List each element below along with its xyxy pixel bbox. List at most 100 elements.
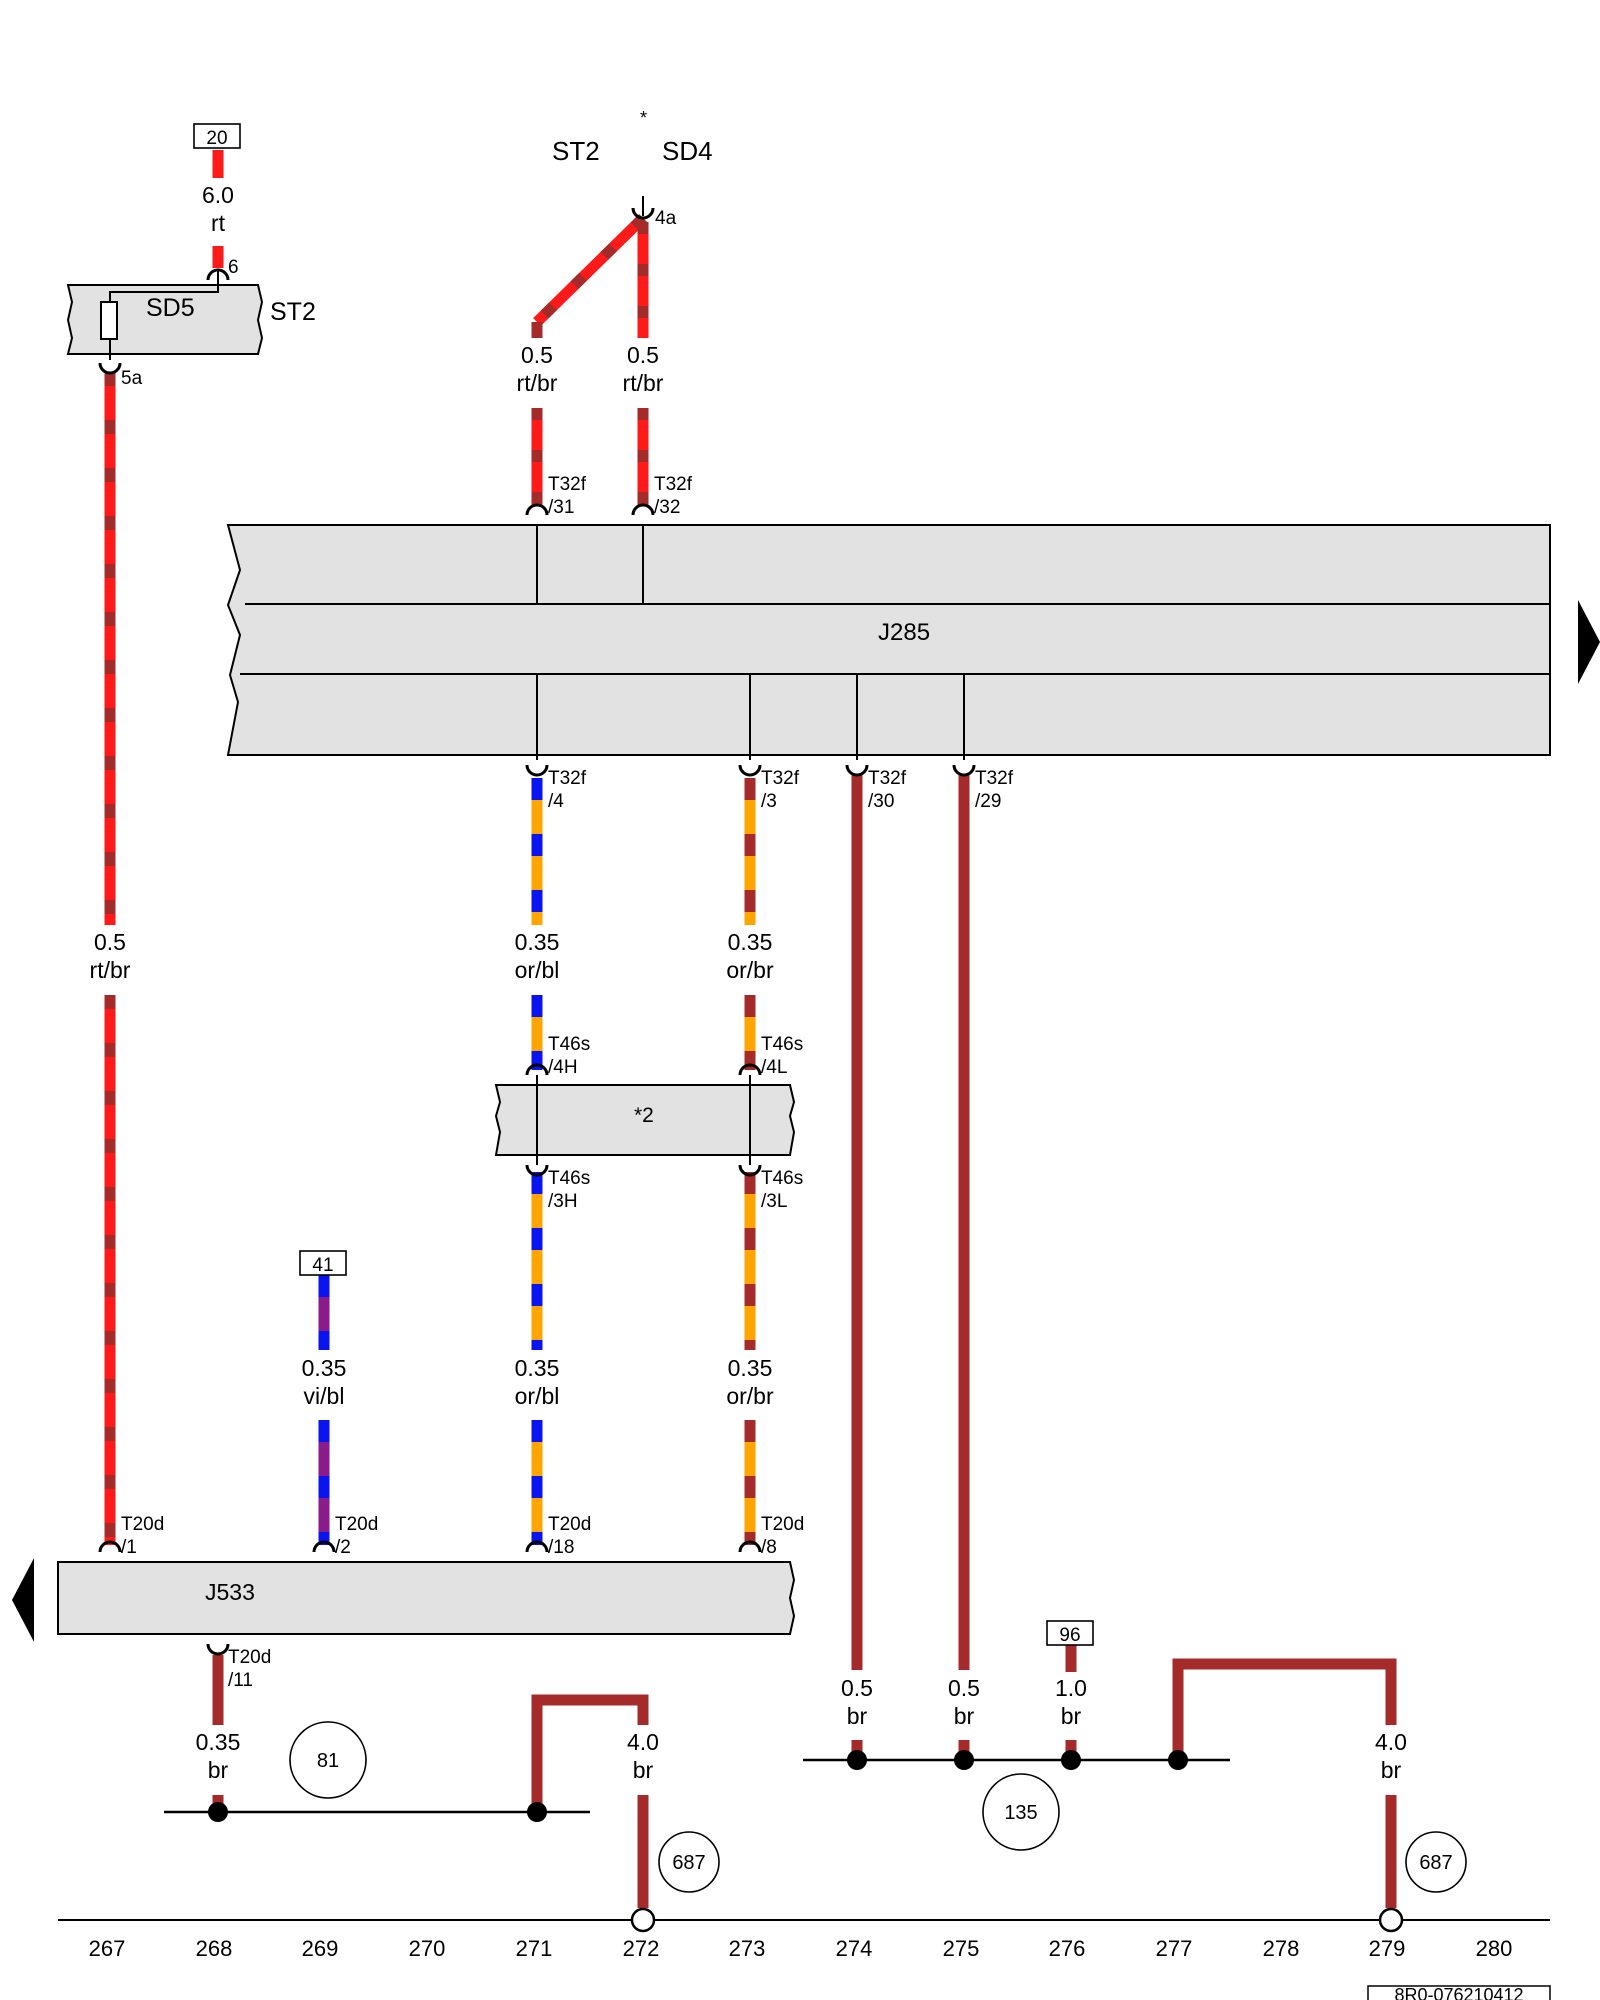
pin-label: /4 (548, 791, 564, 812)
pin-t20d-11-icon (206, 1643, 230, 1656)
scale-label: 269 (302, 1936, 339, 1961)
pin-label: /8 (761, 1537, 777, 1558)
control-unit-j285: J285 (226, 524, 1551, 760)
wire-sd4-diagonal (531, 214, 647, 505)
wire-size: 4.0 (1375, 1729, 1407, 1755)
wire-color: vi/bl (304, 1383, 345, 1409)
wire-color: or/bl (515, 1383, 560, 1409)
ground-ref-81: 81 (317, 1750, 339, 1772)
pin-hooks (98, 196, 976, 1656)
pin-label: 4a (655, 208, 677, 229)
pin-label: /3L (761, 1191, 787, 1212)
pin-label: T32f (548, 768, 587, 789)
sd5-label: SD5 (146, 294, 195, 322)
pin-t20d-1-icon (98, 1540, 122, 1553)
scale-label: 277 (1156, 1936, 1193, 1961)
ref-box-20: 20 (193, 123, 241, 149)
j533-label: J533 (205, 1579, 255, 1605)
wire-size: 0.35 (196, 1729, 241, 1755)
svg-text:96: 96 (1059, 1625, 1080, 1646)
wire-color: rt/br (90, 957, 131, 983)
pin-5a-icon (98, 362, 122, 375)
pin-label: T46s (548, 1034, 590, 1055)
pin-label: T32f (761, 768, 800, 789)
pin-label: 6 (228, 257, 239, 278)
wire-size: 0.5 (841, 1675, 873, 1701)
scale-label: 275 (943, 1936, 980, 1961)
control-unit-j533: J533 (57, 1561, 796, 1635)
pin-t46s-4l-icon (738, 1063, 762, 1076)
wire-size: 0.35 (728, 1355, 773, 1381)
scale-label: 280 (1476, 1936, 1513, 1961)
pin-t20d-8-icon (738, 1540, 762, 1553)
fuse-holder-st2: SD5 ST2 (66, 270, 316, 360)
pin-label: /18 (548, 1537, 574, 1558)
connector-box-2: *2 (494, 1075, 796, 1165)
wire-labels: 6.0 rt 0.5 rt/br 0.5 rt/br 0.5 rt/br 0.3… (90, 182, 1407, 1783)
fuse-icon (100, 301, 118, 340)
pin-label: T46s (761, 1168, 803, 1189)
pin-label: /4L (761, 1057, 787, 1078)
ref-box-41: 41 (299, 1250, 347, 1276)
scale-label: 279 (1369, 1936, 1406, 1961)
wire-br-279 (1172, 1658, 1397, 1908)
svg-text:41: 41 (312, 1255, 333, 1276)
pin-t46s-3h-icon (525, 1164, 549, 1177)
wire-color: br (208, 1757, 229, 1783)
wire-size: 0.35 (515, 929, 560, 955)
wire-size: 0.5 (948, 1675, 980, 1701)
scale-label: 270 (409, 1936, 446, 1961)
ref-box-96: 96 (1046, 1620, 1094, 1646)
wire-size: 0.35 (515, 1355, 560, 1381)
wire-size: 1.0 (1055, 1675, 1087, 1701)
pin-t46s-4h-icon (525, 1063, 549, 1076)
pin-label: /3 (761, 791, 777, 812)
star2-label: *2 (634, 1104, 654, 1127)
position-scale: 267 268 269 270 271 272 273 274 275 276 … (58, 1907, 1550, 1961)
scale-label: 271 (516, 1936, 553, 1961)
pin-label: /30 (868, 791, 894, 812)
wire-color: br (1381, 1757, 1402, 1783)
pin-t32f-3-icon (738, 764, 762, 777)
sd4-label: SD4 (662, 136, 713, 166)
wire-color: rt/br (623, 370, 664, 396)
pin-4a-icon (631, 207, 655, 220)
wires (104, 150, 1397, 1908)
st2-top-label: ST2 (552, 136, 600, 166)
pin-label: /29 (975, 791, 1001, 812)
pin-label: T20d (121, 1514, 164, 1535)
wire-color: br (633, 1757, 654, 1783)
pin-label: /2 (335, 1537, 351, 1558)
wire-size: 0.5 (627, 342, 659, 368)
pin-label: /31 (548, 497, 574, 518)
wire-color: br (954, 1703, 975, 1729)
ground-point-279: 687 (1405, 1831, 1467, 1893)
scale-label: 276 (1049, 1936, 1086, 1961)
wire-color: or/br (726, 957, 774, 983)
pin-label: T20d (228, 1647, 271, 1668)
wire-size: 0.35 (302, 1355, 347, 1381)
pin-label: T32f (975, 768, 1014, 789)
ground-ref-135: 135 (1004, 1802, 1037, 1824)
ground-point-272: 687 (658, 1831, 720, 1893)
pin-label: T46s (548, 1168, 590, 1189)
document-id: 8R0-076210412 (1367, 1985, 1551, 2000)
svg-text:20: 20 (206, 128, 227, 149)
pin-label: T20d (335, 1514, 378, 1535)
pin-label: T32f (548, 474, 587, 495)
star-mark: * (640, 108, 647, 128)
pin-label: /3H (548, 1191, 578, 1212)
wire-size: 0.35 (728, 929, 773, 955)
scale-label: 268 (196, 1936, 233, 1961)
pin-t46s-3l-icon (738, 1164, 762, 1177)
scale-label: 273 (729, 1936, 766, 1961)
pin-t32f-29-icon (952, 764, 976, 777)
svg-text:687: 687 (1419, 1852, 1452, 1874)
pin-label: /4H (548, 1057, 578, 1078)
ground-bus-135: 135 (803, 1750, 1230, 1851)
wire-color: or/br (726, 1383, 774, 1409)
scale-label: 272 (623, 1936, 660, 1961)
j285-label: J285 (878, 619, 930, 646)
continue-right-arrow-icon (1578, 600, 1600, 684)
